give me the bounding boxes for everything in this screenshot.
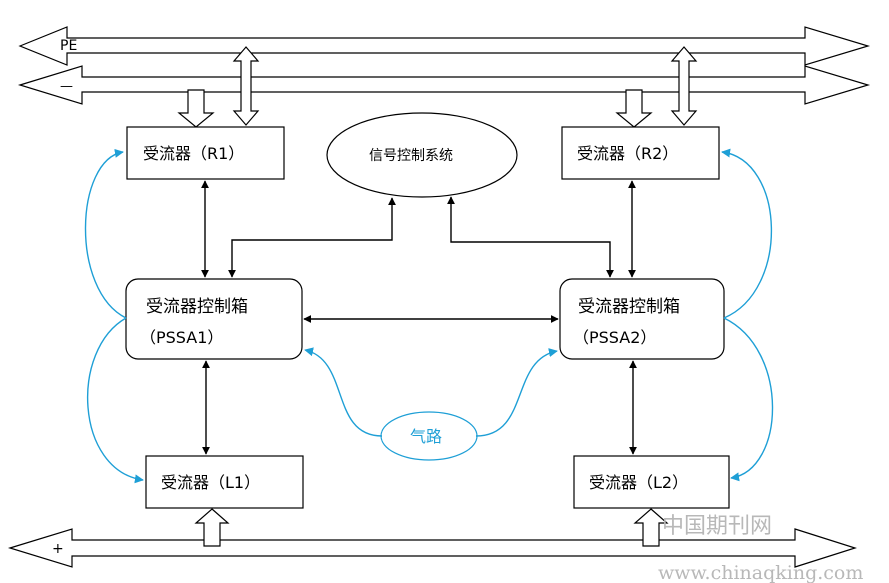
- collector-l2-label: 受流器（L2）: [589, 473, 688, 492]
- watermark-title: 中国期刊网: [662, 514, 772, 539]
- pssa1-l1-air-curve: [86, 317, 144, 484]
- r1-pe-double-arrow: [232, 46, 260, 126]
- r1-power-down-arrow: [177, 89, 215, 128]
- signal-control-label: 信号控制系统: [369, 148, 453, 164]
- collector-l1-box: [145, 455, 304, 509]
- pe-bus-arrow: [18, 26, 871, 66]
- collector-r1-box: [126, 126, 285, 180]
- pssa1-r1-air-curve: [84, 148, 127, 319]
- collector-r1-label: 受流器（R1）: [143, 144, 244, 163]
- pssa2-code: （PSSA2）: [573, 328, 656, 347]
- signal-control-ellipse: [326, 112, 518, 198]
- r2-power-down-arrow: [615, 89, 653, 128]
- positive-bus-arrow: [7, 528, 857, 568]
- pssa1-title: 受流器控制箱: [146, 297, 248, 317]
- watermark-url: www.chinaqking.com: [658, 562, 863, 583]
- pssa2-r2-air-curve: [721, 148, 773, 319]
- r2-pe-double-arrow: [670, 46, 698, 126]
- pssa1-signal-link: [228, 197, 396, 278]
- pssa2-title: 受流器控制箱: [578, 297, 680, 317]
- collector-r2-label: 受流器（R2）: [577, 144, 678, 163]
- pssa2-signal-link: [447, 196, 614, 278]
- pe-bus-label: PE: [60, 38, 77, 54]
- negative-bus-arrow: [17, 65, 871, 105]
- positive-bus-label: +: [52, 541, 64, 557]
- pssa2-l2-air-curve: [723, 317, 774, 482]
- pssa1-code: （PSSA1）: [140, 328, 223, 347]
- l1-power-up-arrow: [194, 508, 230, 547]
- l2-power-up-arrow: [633, 508, 669, 547]
- pssa2-box: [559, 278, 725, 360]
- collector-l1-label: 受流器（L1）: [161, 473, 260, 492]
- collector-r2-box: [561, 126, 720, 180]
- negative-bus-label: —: [60, 79, 73, 94]
- collector-l2-box: [573, 455, 730, 509]
- air-pssa2-curve: [475, 348, 558, 437]
- pssa1-box: [125, 278, 303, 360]
- air-pssa1-curve: [304, 347, 383, 437]
- air-path-label: 气路: [410, 427, 442, 446]
